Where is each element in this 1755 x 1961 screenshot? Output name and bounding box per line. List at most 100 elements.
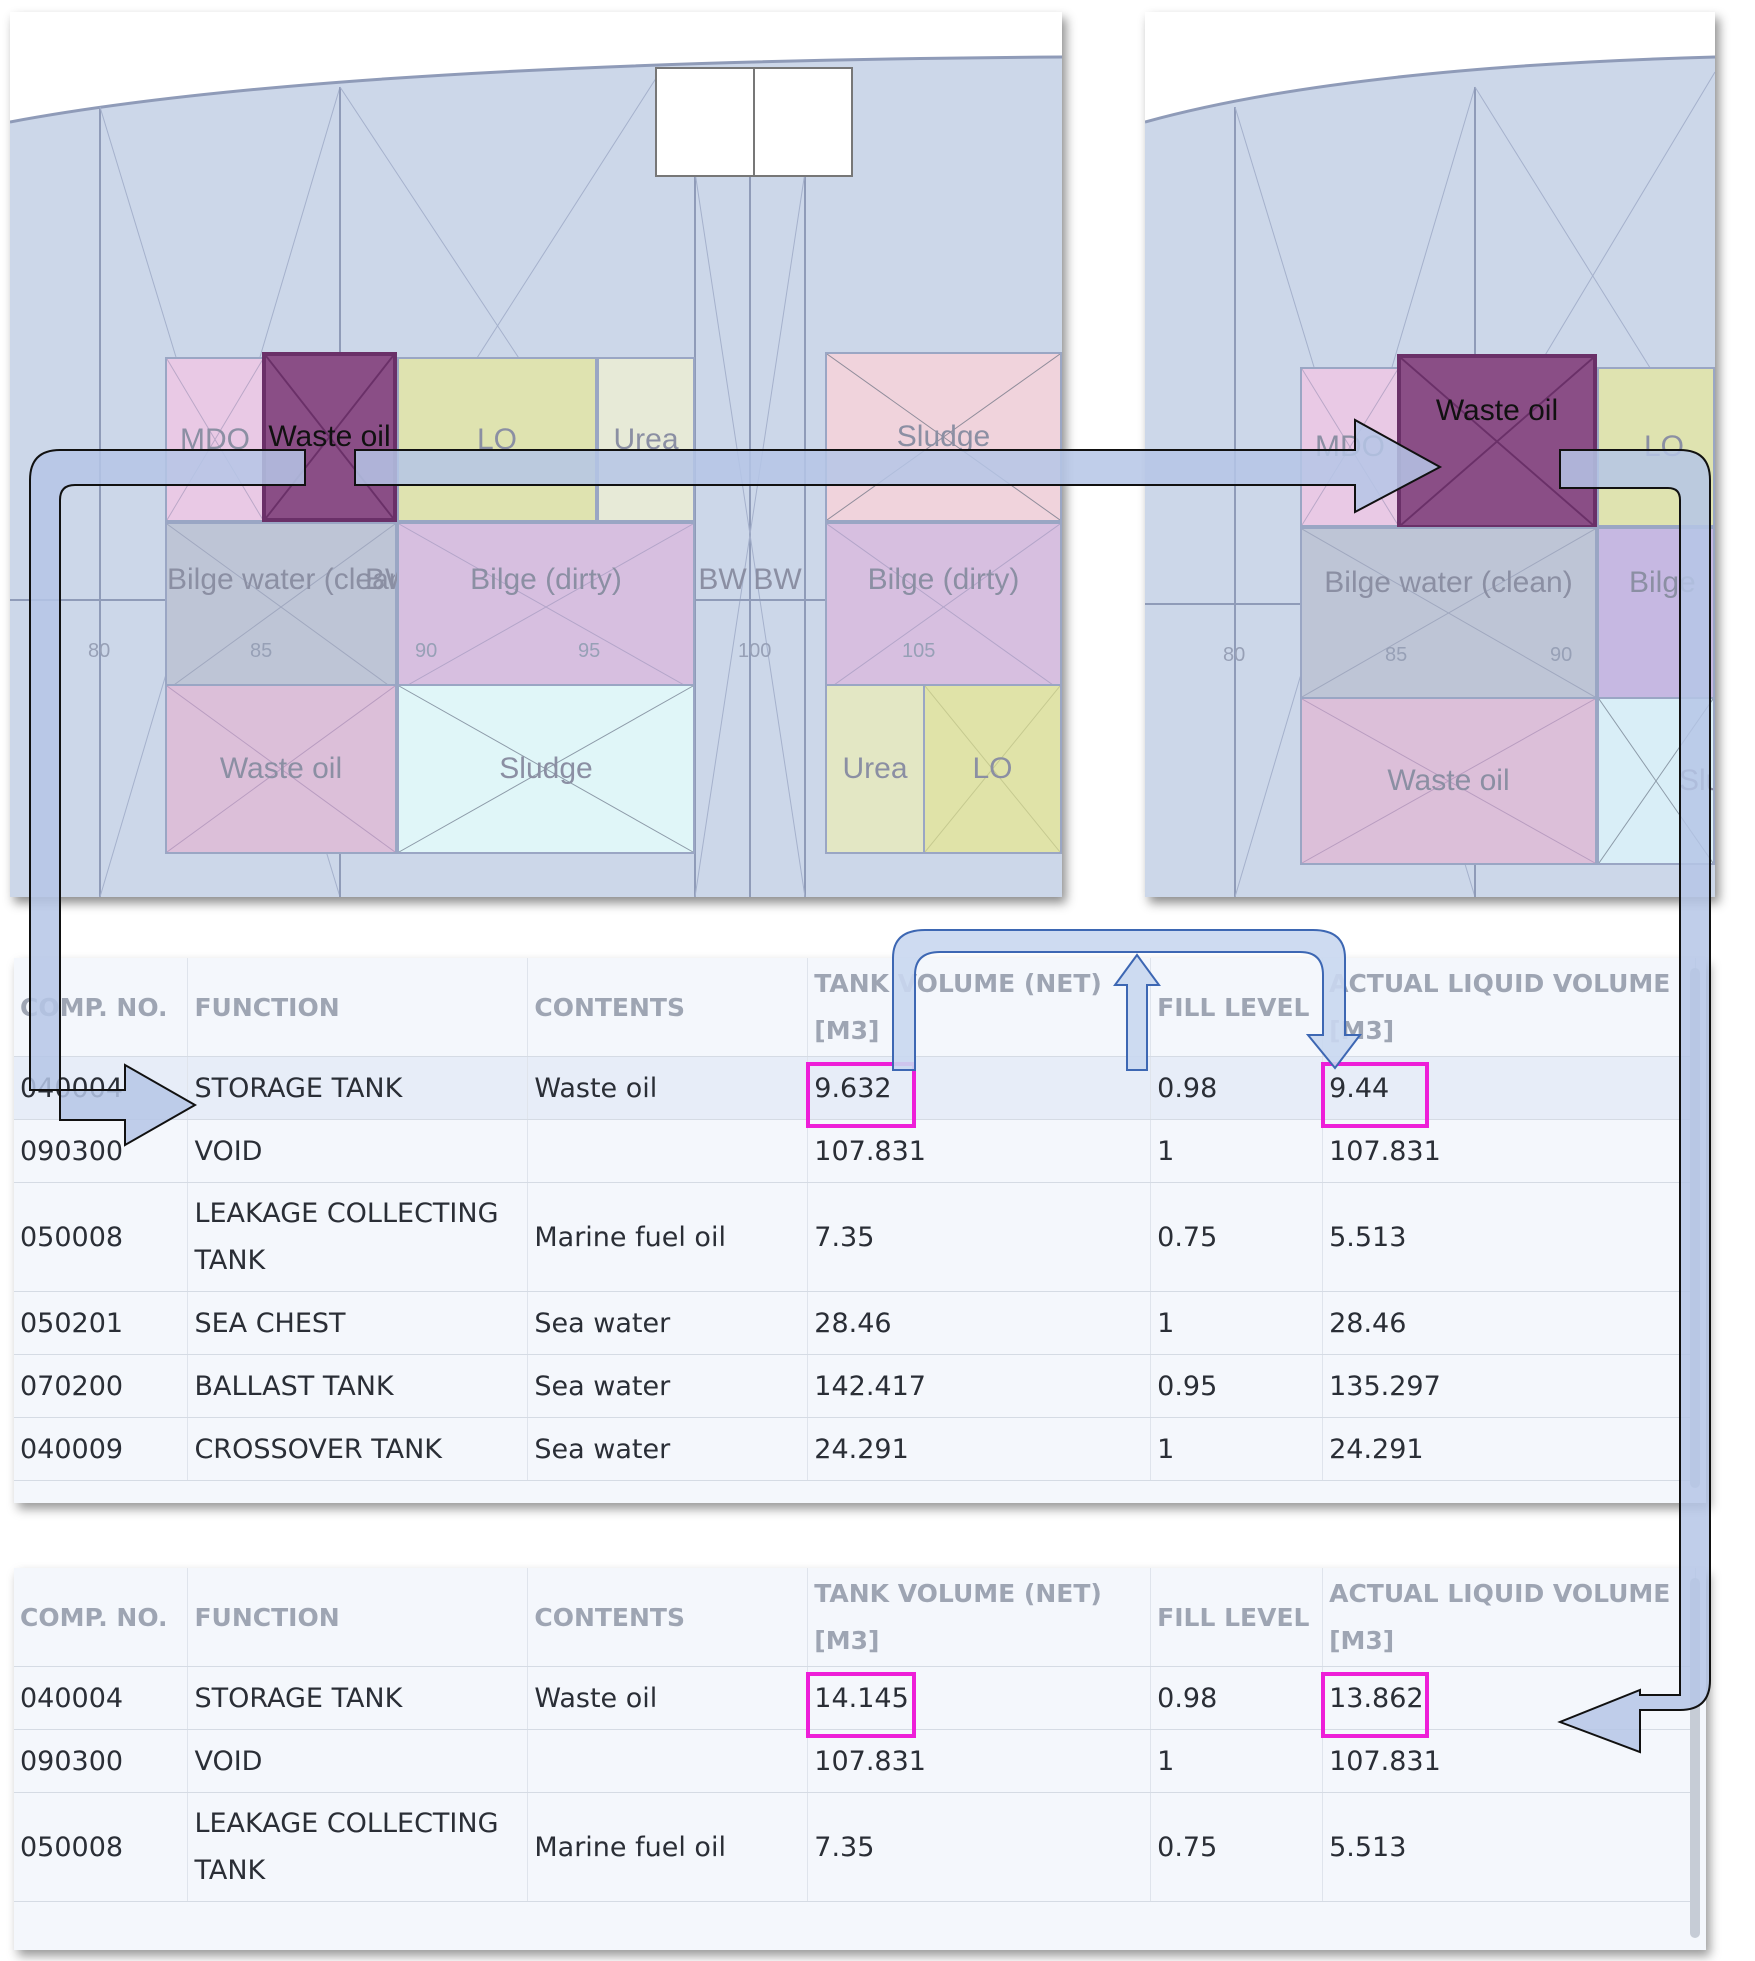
cell-comp-no: 090300 bbox=[14, 1729, 189, 1793]
cell-fill-level: 1 bbox=[1150, 1417, 1324, 1481]
table-row[interactable]: 040004 STORAGE TANK Waste oil 9.632 0.98… bbox=[14, 1056, 1696, 1128]
column-header-function[interactable]: FUNCTION bbox=[187, 1568, 529, 1667]
cell-comp-no: 090300 bbox=[14, 1119, 189, 1183]
cell-actual-liquid-volume: 5.513 bbox=[1322, 1792, 1696, 1902]
cell-fill-level: 0.75 bbox=[1150, 1182, 1324, 1292]
hatch-right[interactable] bbox=[753, 67, 853, 177]
tank-label: LO bbox=[1644, 430, 1685, 463]
tank-label: Bilge bbox=[1629, 565, 1696, 599]
cell-function: LEAKAGE COLLECTING TANK bbox=[187, 1182, 529, 1292]
cell-tank-volume: 7.35 bbox=[807, 1182, 1152, 1292]
tank-label: Slud bbox=[1679, 764, 1713, 797]
tank-bilge-dirty[interactable]: Bilge (dirty) bbox=[397, 522, 695, 692]
tank-sludge-top[interactable]: Sludge bbox=[825, 352, 1062, 522]
vertical-scrollbar[interactable] bbox=[1690, 968, 1700, 1488]
cell-function: VOID bbox=[187, 1729, 529, 1793]
tank-urea[interactable]: Urea bbox=[597, 357, 695, 522]
table-row[interactable]: 040009 CROSSOVER TANK Sea water 24.291 1… bbox=[14, 1417, 1696, 1481]
tank-table-after[interactable]: COMP. NO. FUNCTION CONTENTS TANK VOLUME … bbox=[14, 1568, 1706, 1950]
tank-waste-oil-lower[interactable]: Waste oil bbox=[1300, 697, 1597, 865]
tank-label: Urea bbox=[842, 752, 908, 785]
cell-fill-level: 1 bbox=[1150, 1729, 1324, 1793]
tank-bilge-water-clean[interactable]: Bilge water (clean) bbox=[1300, 527, 1597, 699]
tank-label: Waste oil bbox=[1387, 764, 1510, 797]
column-header-contents[interactable]: CONTENTS bbox=[527, 1568, 809, 1667]
cell-actual-liquid-volume: 107.831 bbox=[1322, 1729, 1696, 1793]
cell-tank-volume: 7.35 bbox=[807, 1792, 1152, 1902]
tank-table-before[interactable]: COMP. NO. FUNCTION CONTENTS TANK VOLUME … bbox=[14, 958, 1706, 1503]
table-row[interactable]: 050008 LEAKAGE COLLECTING TANK Marine fu… bbox=[14, 1792, 1696, 1902]
tank-bw-right[interactable]: BW bbox=[750, 522, 805, 692]
cell-function: STORAGE TANK bbox=[187, 1056, 529, 1120]
frame-tick: 90 bbox=[415, 640, 438, 662]
deck-plan-view-right[interactable]: MDO Waste oil LO Bilge water (clean) Bil… bbox=[1145, 12, 1715, 897]
vertical-scrollbar[interactable] bbox=[1690, 1578, 1700, 1938]
tank-waste-oil-selected[interactable]: Waste oil bbox=[262, 352, 397, 522]
table-row[interactable]: 040004 STORAGE TANK Waste oil 14.145 0.9… bbox=[14, 1666, 1696, 1738]
column-header-function[interactable]: FUNCTION bbox=[187, 958, 529, 1057]
column-header-tank-volume[interactable]: TANK VOLUME (NET) [M3] bbox=[807, 958, 1152, 1057]
tank-waste-oil-selected[interactable]: Waste oil bbox=[1397, 354, 1597, 529]
table-header-row: COMP. NO. FUNCTION CONTENTS TANK VOLUME … bbox=[14, 1568, 1696, 1667]
column-header-comp-no[interactable]: COMP. NO. bbox=[14, 1568, 189, 1667]
cell-actual-liquid-volume: 24.291 bbox=[1322, 1417, 1696, 1481]
cell-fill-level: 0.98 bbox=[1150, 1056, 1324, 1120]
tank-mdo[interactable]: MDO bbox=[165, 357, 265, 522]
table-row[interactable]: 050201 SEA CHEST Sea water 28.46 1 28.46 bbox=[14, 1291, 1696, 1355]
tank-label: MDO bbox=[180, 422, 250, 456]
tank-label: BW bbox=[365, 562, 397, 596]
column-header-comp-no[interactable]: COMP. NO. bbox=[14, 958, 189, 1057]
tank-bilge[interactable]: Bilge bbox=[1597, 527, 1715, 699]
highlight-box bbox=[806, 1671, 917, 1738]
column-header-fill-level[interactable]: FILL LEVEL bbox=[1150, 1568, 1324, 1667]
frame-tick: 100 bbox=[738, 640, 772, 662]
table-row[interactable]: 070200 BALLAST TANK Sea water 142.417 0.… bbox=[14, 1354, 1696, 1418]
tank-bw-left[interactable]: BW bbox=[695, 522, 750, 692]
highlight-box bbox=[806, 1061, 917, 1128]
column-header-actual-liquid-volume[interactable]: ACTUAL LIQUID VOLUME [M3] bbox=[1322, 1568, 1696, 1667]
tank-label: Bilge (dirty) bbox=[867, 563, 1020, 597]
cell-function: CROSSOVER TANK bbox=[187, 1417, 529, 1481]
cell-contents: Sea water bbox=[527, 1354, 809, 1418]
tank-label: Sludge bbox=[896, 420, 991, 453]
tank-label: MDO bbox=[1315, 430, 1385, 463]
tank-bilge-water-clean[interactable]: Bilge water (clean) bbox=[165, 522, 397, 692]
tank-urea-lower[interactable]: Urea bbox=[825, 684, 925, 854]
cell-actual-liquid-volume: 13.862 bbox=[1321, 1666, 1696, 1738]
deck-plan-view-left[interactable]: MDO Waste oil LO Urea Sludge Bilge water… bbox=[10, 12, 1062, 897]
tank-lo[interactable]: LO bbox=[397, 357, 597, 522]
cell-contents: Waste oil bbox=[527, 1056, 809, 1120]
table-row[interactable]: 050008 LEAKAGE COLLECTING TANK Marine fu… bbox=[14, 1182, 1696, 1292]
cell-function: STORAGE TANK bbox=[187, 1666, 529, 1730]
cell-comp-no: 050008 bbox=[14, 1792, 189, 1902]
column-header-actual-liquid-volume[interactable]: ACTUAL LIQUID VOLUME [M3] bbox=[1322, 958, 1696, 1057]
cell-actual-liquid-volume: 28.46 bbox=[1322, 1291, 1696, 1355]
table-row[interactable]: 090300 VOID 107.831 1 107.831 bbox=[14, 1729, 1696, 1793]
tank-bw-small[interactable]: BW bbox=[365, 522, 397, 692]
highlight-box bbox=[1321, 1671, 1430, 1738]
cell-function: LEAKAGE COLLECTING TANK bbox=[187, 1792, 529, 1902]
actual-volume-value: 9.44 bbox=[1329, 1072, 1390, 1104]
tank-sludge-lower[interactable]: Sludge bbox=[397, 684, 695, 854]
tank-lo[interactable]: LO bbox=[1597, 367, 1715, 527]
cell-comp-no: 040009 bbox=[14, 1417, 189, 1481]
tank-mdo[interactable]: MDO bbox=[1300, 367, 1400, 527]
cell-actual-liquid-volume: 5.513 bbox=[1322, 1182, 1696, 1292]
tank-label: Waste oil bbox=[1435, 394, 1559, 428]
table-row[interactable]: 090300 VOID 107.831 1 107.831 bbox=[14, 1119, 1696, 1183]
tank-sludge-lower[interactable]: Slud bbox=[1597, 697, 1715, 865]
tank-bilge-dirty-right[interactable]: Bilge (dirty) bbox=[825, 522, 1062, 692]
cell-contents bbox=[527, 1729, 809, 1793]
hatch-left[interactable] bbox=[655, 67, 755, 177]
tank-label: Sludge bbox=[499, 752, 593, 785]
tank-lo-lower[interactable]: LO bbox=[923, 684, 1062, 854]
column-header-contents[interactable]: CONTENTS bbox=[527, 958, 809, 1057]
column-header-fill-level[interactable]: FILL LEVEL bbox=[1150, 958, 1324, 1057]
cell-contents: Sea water bbox=[527, 1291, 809, 1355]
tank-waste-oil-lower[interactable]: Waste oil bbox=[165, 684, 397, 854]
tank-label: BW bbox=[698, 562, 747, 596]
cell-contents: Marine fuel oil bbox=[527, 1182, 809, 1292]
frame-tick: 80 bbox=[88, 640, 111, 662]
tank-label: Waste oil bbox=[219, 752, 343, 785]
column-header-tank-volume[interactable]: TANK VOLUME (NET) [M3] bbox=[807, 1568, 1152, 1667]
